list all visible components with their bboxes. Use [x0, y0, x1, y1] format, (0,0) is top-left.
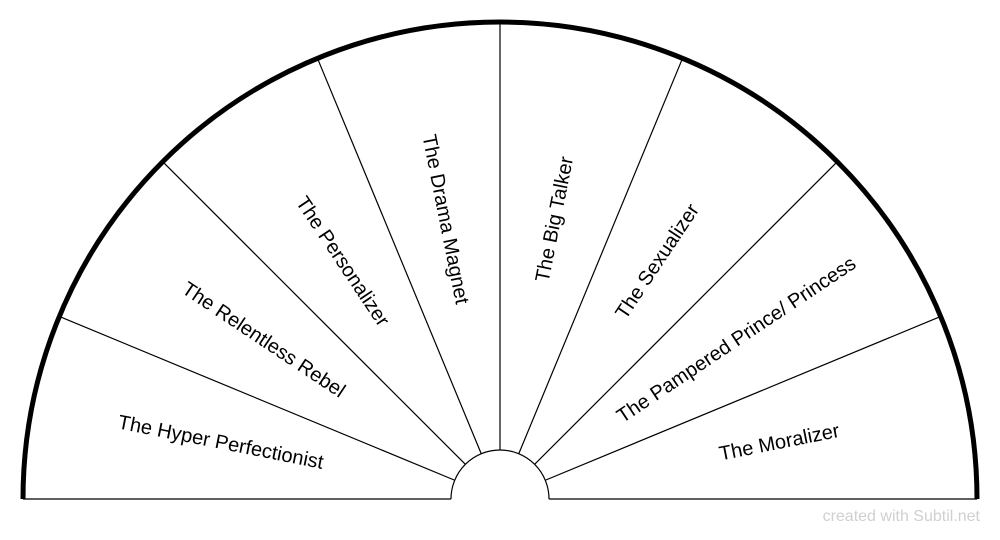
credit-watermark: created with Subtil.net [822, 508, 980, 525]
outer-arc [20, 19, 980, 500]
spoke-line [59, 315, 455, 481]
segment-label: The Sexualizer [611, 200, 704, 323]
segment-label: The Big Talker [532, 154, 579, 284]
spoke-line [162, 161, 466, 465]
spoke-line [545, 315, 941, 481]
segment-label: The Relentless Rebel [178, 278, 349, 403]
spoke-line [534, 161, 838, 465]
center-hub [450, 449, 550, 500]
segment-label: The Moralizer [717, 420, 842, 465]
spoke-line [316, 58, 482, 454]
segment-label: The Hyper Perfectionist [116, 412, 326, 474]
segment-label: The Personalizer [291, 193, 393, 331]
spoke-lines [59, 22, 941, 481]
segment-label: The Drama Magnet [418, 133, 473, 307]
spoke-line [518, 58, 684, 454]
segment-labels: The Hyper Perfectionist The Relentless Re… [116, 133, 860, 474]
